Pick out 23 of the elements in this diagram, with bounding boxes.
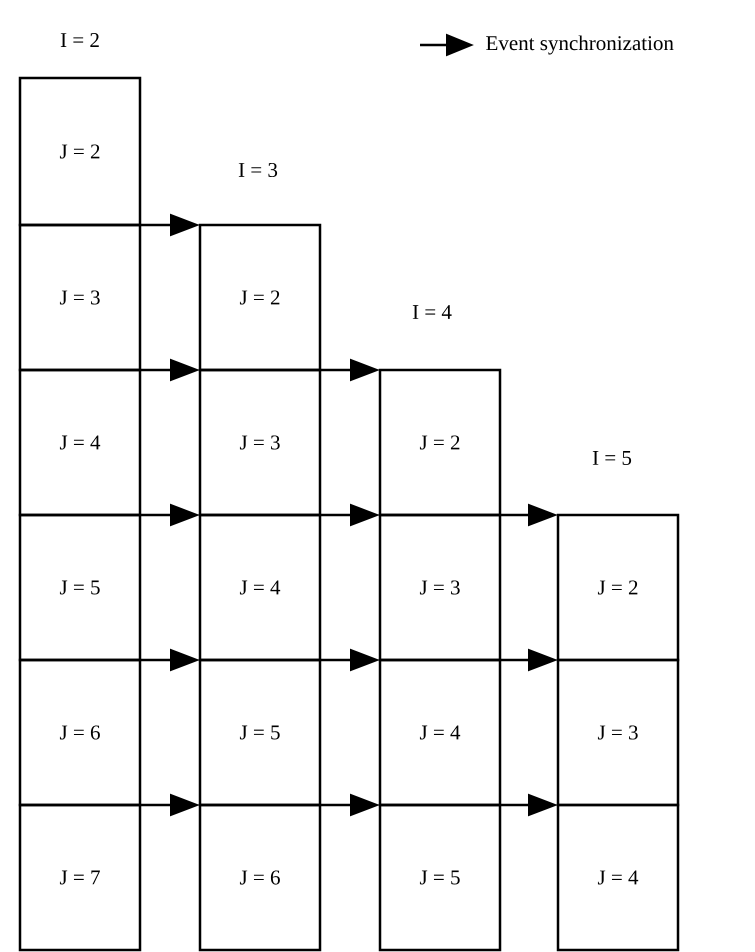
cell-box: J = 4 — [378, 658, 502, 806]
cell-box: J = 5 — [198, 658, 322, 806]
cell-box: J = 3 — [18, 224, 142, 372]
cell-box: J = 7 — [18, 804, 142, 952]
cell-box: J = 3 — [556, 658, 680, 806]
cell-box: J = 2 — [198, 224, 322, 372]
column-heading: I = 5 — [592, 451, 632, 465]
column-heading: I = 4 — [412, 305, 452, 319]
cell-box: J = 3 — [198, 368, 322, 516]
cell-box: J = 2 — [556, 514, 680, 662]
legend-text: Event synchronization — [486, 35, 674, 55]
cell-box: J = 4 — [556, 804, 680, 952]
cell-box: J = 4 — [198, 514, 322, 662]
cell-box: J = 6 — [198, 804, 322, 952]
cell-box: J = 2 — [378, 368, 502, 516]
cell-box: J = 4 — [18, 368, 142, 516]
cell-box: J = 3 — [378, 514, 502, 662]
column-heading: I = 2 — [60, 33, 99, 47]
cell-box: J = 2 — [18, 76, 142, 226]
cell-box: J = 5 — [378, 804, 502, 952]
cell-box: J = 5 — [18, 514, 142, 662]
column-heading: I = 3 — [238, 162, 278, 178]
cell-box: J = 6 — [18, 658, 142, 806]
